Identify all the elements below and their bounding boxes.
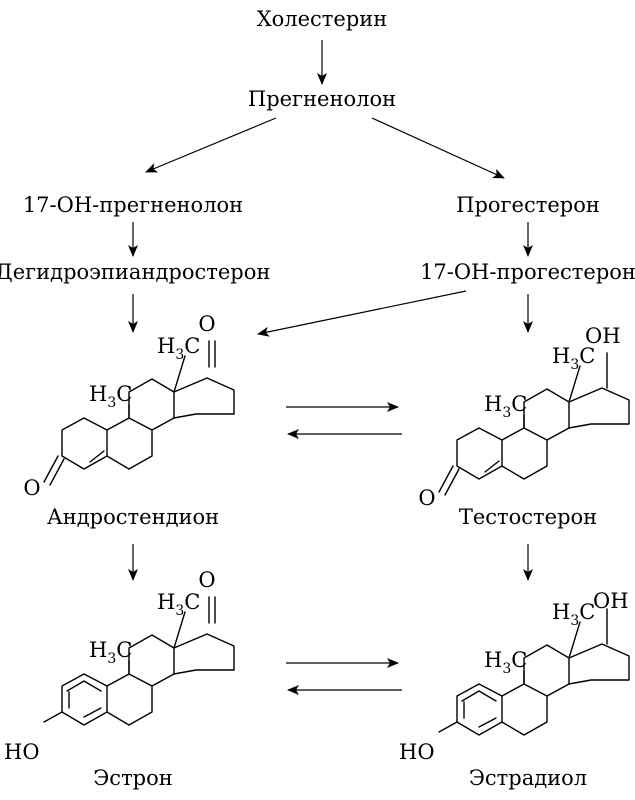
oxygen-atom: O xyxy=(198,568,215,592)
arrow-oh-progesterone-androstenedione xyxy=(257,290,467,337)
hydroxyl-group-label: OH xyxy=(585,324,621,348)
methyl-group-label: H3C xyxy=(484,648,527,677)
methyl-group-label: H3C xyxy=(157,590,200,619)
estrone-structure: O HO H3C H3C xyxy=(4,568,235,764)
dhea-label: Дегидроэпиандростерон xyxy=(0,260,270,284)
testosterone-structure: OH O H3C H3C xyxy=(418,324,630,510)
cholesterol-label: Холестерин xyxy=(257,7,388,31)
pregnenolone-label: Прегненолон xyxy=(248,87,396,111)
arrow-pregnenolone-progesterone xyxy=(371,117,505,179)
progesterone-label: Прогестерон xyxy=(456,193,600,217)
estrone-label: Эстрон xyxy=(93,766,173,790)
hydroxyl-group-label: HO xyxy=(399,740,435,764)
methyl-group-label: H3C xyxy=(157,334,200,363)
oh-progesterone-label: 17-OH-прогестерон xyxy=(420,260,635,284)
estradiol-label: Эстрадиол xyxy=(469,766,587,790)
methyl-group-label: H3C xyxy=(552,600,595,629)
hydroxyl-group-label: OH xyxy=(593,589,629,613)
oxygen-atom: O xyxy=(198,312,215,336)
hydroxyl-group-label: HO xyxy=(4,740,40,764)
methyl-group-label: H3C xyxy=(484,392,527,421)
androstenedione-label: Андростендион xyxy=(47,505,219,529)
estradiol-structure: OH HO H3C H3C xyxy=(399,589,630,764)
testosterone-label: Тестостерон xyxy=(459,505,597,529)
methyl-group-label: H3C xyxy=(89,382,132,411)
androstenedione-structure: O O H3C H3C xyxy=(23,312,235,500)
arrow-pregnenolone-oh-pregnenolone xyxy=(145,117,277,173)
oxygen-atom: O xyxy=(23,476,40,500)
methyl-group-label: H3C xyxy=(552,344,595,373)
oxygen-atom: O xyxy=(418,486,435,510)
oh-pregnenolone-label: 17-OH-прегненолон xyxy=(23,193,243,217)
methyl-group-label: H3C xyxy=(89,638,132,667)
